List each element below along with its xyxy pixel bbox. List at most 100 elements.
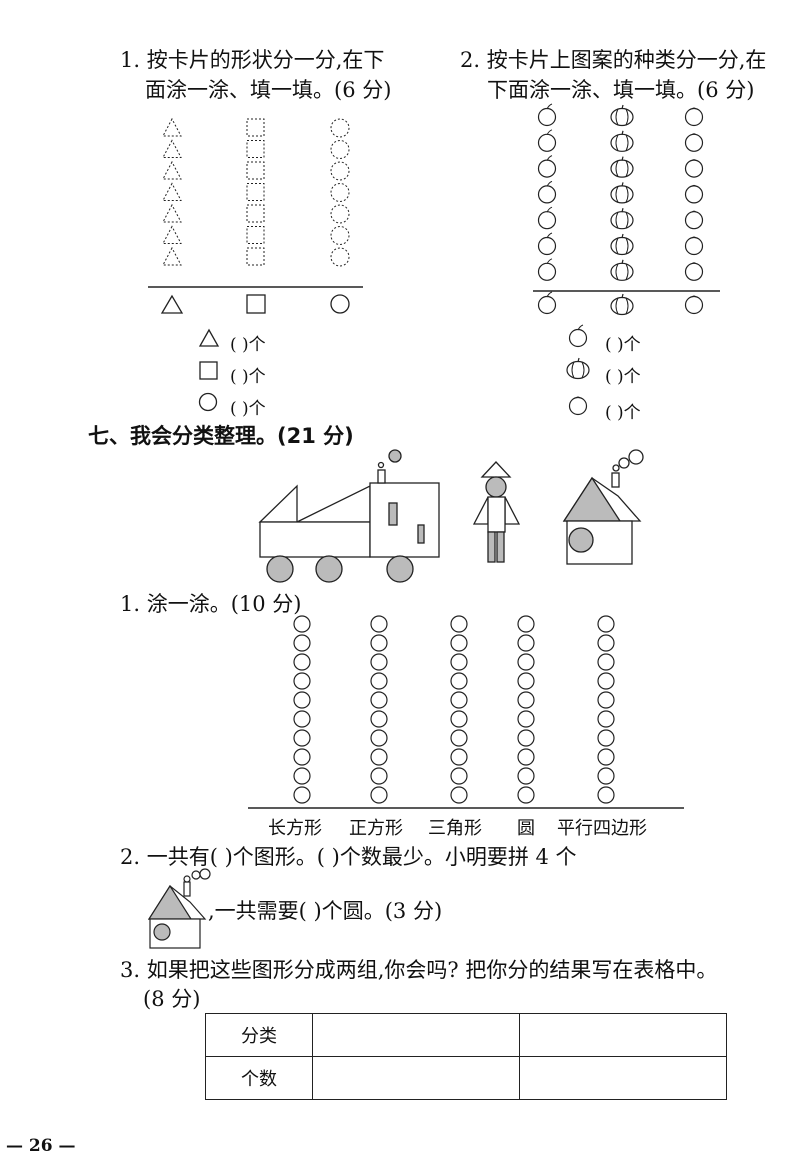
dashed-circle-icon (330, 204, 350, 224)
dashed-circle-icon (330, 161, 350, 181)
table-cell[interactable] (519, 1013, 727, 1057)
dashed-square-icon (246, 183, 265, 201)
square-icon (199, 361, 218, 380)
tally-circle (517, 748, 535, 766)
answer-paren: ( ) (605, 367, 624, 387)
tally-circle (293, 729, 311, 747)
tally-circle (597, 634, 615, 652)
truck-picture (258, 449, 440, 583)
answer-unit: 个 (623, 335, 641, 355)
orange-icon (568, 396, 588, 416)
label-circle: 圆 (517, 818, 535, 839)
orange-icon (684, 210, 704, 230)
tally-circle (597, 615, 615, 633)
q1-answer-triangle[interactable]: ( )个 (230, 330, 266, 355)
table-cell[interactable] (312, 1013, 520, 1057)
dashed-circle-icon (330, 183, 350, 202)
row-header-count: 个数 (205, 1056, 313, 1100)
circle-icon (330, 294, 350, 314)
dashed-triangle-icon (162, 246, 182, 266)
tally-circle (450, 729, 468, 747)
answer-unit: 个 (248, 399, 266, 419)
label-triangle: 三角形 (428, 818, 482, 839)
classification-table: 分类 个数 (205, 1013, 727, 1100)
tally-circle (450, 710, 468, 728)
tally-circle (370, 615, 388, 633)
tally-circle (370, 767, 388, 785)
q1-answer-square[interactable]: ( )个 (230, 362, 266, 387)
q2-line1: 2. 按卡片上图案的种类分一分,在 (460, 48, 767, 72)
answer-paren: ( ) (230, 399, 249, 419)
tally-circle (370, 691, 388, 709)
tally-circle (597, 767, 615, 785)
dashed-square-icon (246, 161, 265, 180)
tally-circle (370, 786, 388, 804)
answer-unit: 个 (623, 367, 641, 387)
tally-circle (293, 653, 311, 671)
circle-icon (198, 392, 218, 412)
tally-circle (597, 710, 615, 728)
q2-answer-apple[interactable]: ( )个 (605, 330, 641, 355)
dashed-square-icon (246, 226, 265, 244)
q1-baseline (148, 286, 363, 314)
table-cell[interactable] (519, 1056, 727, 1100)
q2-fruit-columns (537, 103, 704, 281)
dashed-triangle-icon (162, 182, 182, 201)
q1-line2: 面涂一涂、填一填。(6 分) (145, 78, 392, 102)
table-cell[interactable] (312, 1056, 520, 1100)
house-icon (147, 868, 211, 949)
tally-circle (370, 748, 388, 766)
tally-circle (517, 729, 535, 747)
orange-icon (684, 107, 704, 127)
apple-icon (568, 324, 588, 348)
tally-circle (293, 615, 311, 633)
dashed-square-icon (246, 247, 265, 266)
pumpkin-icon (610, 130, 634, 152)
s2-line2: ,一共需要( )个圆。(3 分) (208, 899, 443, 923)
q2-fruit-icons (537, 291, 704, 416)
pumpkin-icon (566, 357, 590, 380)
square-icon (246, 294, 266, 314)
table-row: 分类 (205, 1013, 727, 1057)
dashed-circle-icon (330, 226, 350, 245)
tally-circle (450, 672, 468, 690)
answer-unit: 个 (623, 403, 641, 423)
tally-circle (597, 748, 615, 766)
tally-circle (370, 710, 388, 728)
answer-paren: ( ) (230, 367, 249, 387)
tally-circle (370, 653, 388, 671)
dashed-circle-icon (330, 247, 350, 267)
person-picture (472, 461, 521, 563)
q1-answer-circle[interactable]: ( )个 (230, 394, 266, 419)
answer-unit: 个 (248, 335, 266, 355)
apple-icon (537, 103, 557, 127)
dashed-square-icon (246, 140, 265, 158)
tally-circle (517, 634, 535, 652)
tally-circle (450, 634, 468, 652)
house-picture (562, 449, 644, 565)
tally-circle (370, 672, 388, 690)
q1-line1: 1. 按卡片的形状分一分,在下 (120, 48, 385, 72)
orange-icon (684, 236, 704, 256)
tally-circle (450, 786, 468, 804)
orange-icon (684, 133, 704, 152)
dashed-triangle-icon (162, 160, 182, 180)
answer-unit: 个 (248, 367, 266, 387)
triangle-icon (198, 328, 220, 347)
dashed-circle-icon (330, 140, 350, 159)
dashed-triangle-icon (162, 203, 182, 223)
q2-answer-orange[interactable]: ( )个 (605, 398, 641, 423)
pumpkin-icon (610, 208, 634, 230)
apple-icon (537, 155, 557, 178)
apple-icon (537, 291, 557, 315)
q2-answer-pumpkin[interactable]: ( )个 (605, 362, 641, 387)
dashed-circle-icon (330, 118, 350, 138)
tally-circle (450, 748, 468, 766)
tally-circle (293, 710, 311, 728)
q2-line2: 下面涂一涂、填一填。(6 分) (487, 78, 755, 102)
label-square: 正方形 (349, 818, 403, 839)
tally-circle (517, 615, 535, 633)
answer-paren: ( ) (605, 403, 624, 423)
orange-icon (684, 159, 704, 178)
pumpkin-icon (610, 182, 634, 204)
